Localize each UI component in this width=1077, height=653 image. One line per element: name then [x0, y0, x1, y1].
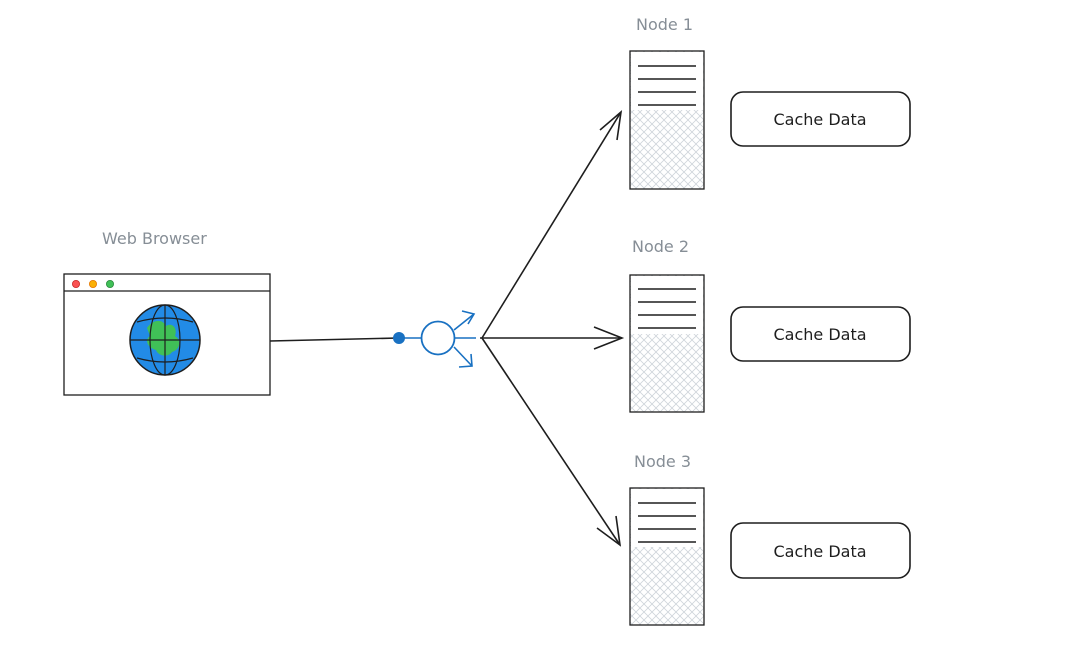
browser-to-balancer-line [269, 337, 399, 342]
cache-label-node-2: Cache Data [773, 325, 866, 344]
globe-icon [129, 304, 201, 376]
window-maximize-dot [106, 279, 115, 288]
browser-label: Web Browser [102, 229, 207, 248]
load-balancer-icon [393, 310, 476, 368]
node-2-label: Node 2 [632, 237, 690, 256]
arrow-to-node-1 [481, 110, 623, 339]
server-node-2 [629, 274, 705, 413]
arrow-to-node-3 [481, 337, 622, 547]
cache-box-node-3: Cache Data [730, 522, 911, 579]
server-node-1 [629, 50, 705, 190]
cache-box-node-1: Cache Data [730, 91, 911, 147]
window-minimize-dot [89, 279, 98, 288]
browser-window [63, 273, 271, 396]
node-1-label: Node 1 [636, 15, 694, 34]
cache-label-node-3: Cache Data [773, 542, 866, 561]
cache-label-node-1: Cache Data [773, 110, 866, 129]
node-3-label: Node 3 [634, 452, 692, 471]
arrow-to-node-2 [480, 326, 625, 350]
window-close-dot [72, 279, 81, 288]
cache-box-node-2: Cache Data [730, 306, 911, 362]
server-node-3 [629, 487, 705, 626]
